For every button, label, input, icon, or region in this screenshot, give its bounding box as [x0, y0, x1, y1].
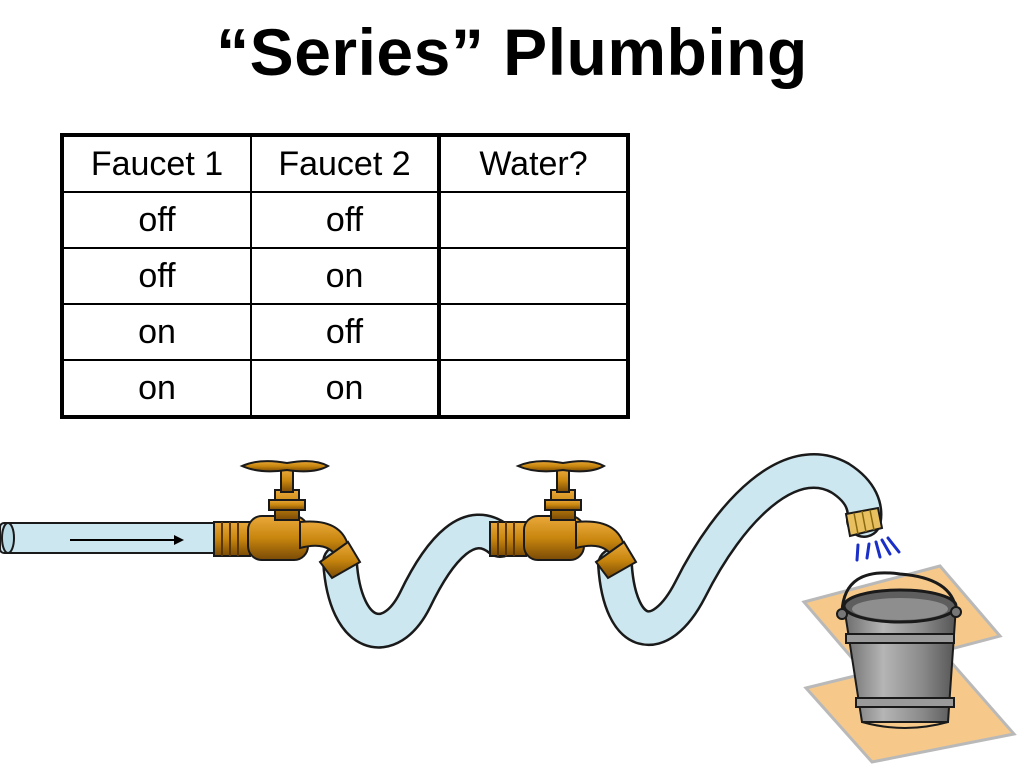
- bucket-icon: [836, 571, 962, 729]
- water-drops-icon: [855, 536, 901, 562]
- table-row: on on: [61, 359, 629, 418]
- cell-faucet-2: on: [250, 359, 440, 418]
- hose-nozzle-icon: [844, 506, 884, 538]
- faucet-2-icon: [489, 460, 638, 580]
- cell-faucet-2: off: [250, 303, 440, 361]
- table-row: off off: [61, 191, 629, 249]
- faucet-1-icon: [213, 460, 362, 580]
- header-water: Water?: [437, 134, 629, 193]
- cell-faucet-2: off: [250, 191, 440, 249]
- slide-title: “Series” Plumbing: [216, 15, 808, 89]
- cell-faucet-1: off: [61, 191, 252, 249]
- cell-water: [437, 303, 629, 361]
- truth-table: Faucet 1 Faucet 2 Water? off off off on …: [60, 133, 630, 419]
- table-row: on off: [61, 303, 629, 361]
- table-row: off on: [61, 247, 629, 305]
- plumbing-illustration: [0, 453, 1017, 764]
- cell-water: [437, 191, 629, 249]
- flow-arrow-icon: [70, 535, 184, 545]
- table-header-row: Faucet 1 Faucet 2 Water?: [61, 134, 629, 193]
- cell-faucet-1: on: [61, 359, 252, 418]
- inlet-pipe: [0, 522, 223, 554]
- header-faucet-2: Faucet 2: [250, 134, 440, 193]
- header-faucet-1: Faucet 1: [61, 134, 252, 193]
- cell-faucet-1: off: [61, 247, 252, 305]
- cell-faucet-2: on: [250, 247, 440, 305]
- cell-faucet-1: on: [61, 303, 252, 361]
- hose-segment-1: [322, 513, 518, 649]
- hose-segment-2: [597, 453, 883, 647]
- cell-water: [437, 247, 629, 305]
- cell-water: [437, 359, 629, 418]
